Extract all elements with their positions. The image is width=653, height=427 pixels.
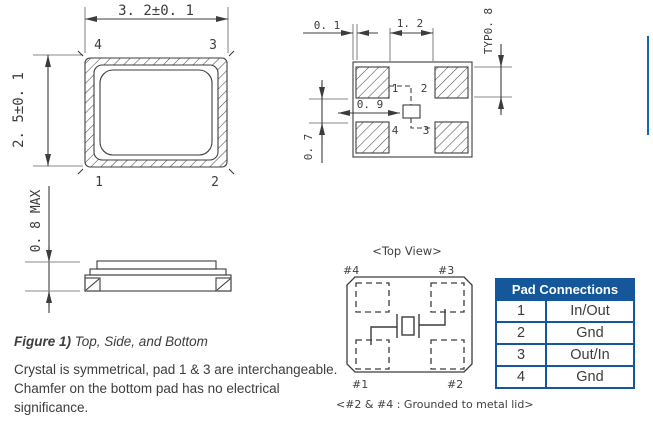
pad-number-cell: 1 — [497, 301, 547, 321]
side-view-height-dim-label: 0. 8 MAX — [29, 190, 44, 253]
side-view-drawing — [25, 186, 232, 313]
pad-2-dashed — [430, 339, 465, 370]
pad-connections-header: Pad Connections — [497, 280, 633, 299]
top-view-pad1-label: 1 — [95, 175, 103, 190]
land-dim-center-width-label: 0. 9 — [357, 98, 384, 111]
figure-label: Figure 1) — [14, 334, 72, 349]
pad-connection-cell: Gnd — [576, 325, 604, 341]
pad-number-cell: 3 — [497, 345, 547, 365]
land-dim-pad-height-label: TYP0. 8 — [482, 8, 495, 54]
bottom-pad1-label: #1 — [352, 378, 368, 391]
top-view-width-dim-label: 3. 2±0. 1 — [118, 3, 194, 19]
table-row: 3 Out/In — [497, 343, 633, 365]
bottom-pad4-label: #4 — [343, 264, 359, 277]
hidden-line — [410, 118, 432, 129]
body-line: significance. — [14, 400, 89, 415]
top-view-pad2-label: 2 — [211, 175, 219, 190]
pad-3-dashed — [430, 282, 465, 313]
table-row: 4 Gnd — [497, 365, 633, 387]
land-pad2-label: 2 — [421, 82, 428, 95]
land-dim-vertical-gap-label: 0. 7 — [302, 134, 315, 161]
land-pad3-label: 3 — [423, 124, 430, 137]
pad-number-cell: 4 — [497, 367, 547, 387]
table-row: 1 In/Out — [497, 299, 633, 321]
bottom-pad2-label: #2 — [447, 378, 463, 391]
pad-4-dashed — [355, 282, 390, 313]
table-row: 2 Gnd — [497, 321, 633, 343]
crystal-symbol — [370, 309, 446, 345]
bottom-view-title: <Top View> — [372, 244, 442, 258]
pad-1-dashed — [355, 339, 390, 370]
side-lid-step — [89, 268, 227, 276]
land-pad-4 — [355, 121, 390, 154]
land-pattern-drawing — [303, 24, 512, 163]
land-pad4-label: 4 — [392, 124, 399, 137]
pad-layout-drawing — [346, 276, 473, 373]
figure-title: Top, Side, and Bottom — [71, 334, 208, 349]
top-view-drawing — [33, 7, 235, 175]
land-pad-2 — [434, 66, 469, 99]
side-lid-top — [96, 260, 217, 270]
corner-marks — [77, 50, 235, 175]
top-view-height-dim-label: 2. 5±0. 1 — [11, 72, 27, 148]
land-dim-inner-span-label: 1. 2 — [397, 17, 424, 30]
pad-connections-table: Pad Connections 1 In/Out 2 Gnd 3 Out/In … — [495, 278, 635, 389]
land-pattern-outline — [352, 61, 473, 158]
pad-connection-cell: Out/In — [570, 347, 610, 363]
body-line: Crystal is symmetrical, pad 1 & 3 are in… — [14, 362, 338, 377]
side-body — [84, 274, 232, 292]
top-view-pad4-label: 4 — [94, 38, 102, 53]
pad-connection-cell: Gnd — [576, 369, 604, 385]
ground-note: <#2 & #4 : Grounded to metal lid> — [336, 398, 534, 411]
pad-connection-cell: In/Out — [570, 303, 610, 319]
page-edge-accent — [647, 36, 649, 135]
pad-layout-outline — [346, 276, 473, 373]
hidden-line — [389, 85, 412, 105]
chamfer-hatch — [85, 278, 100, 291]
chamfer-hatch — [216, 278, 231, 291]
land-pad1-label: 1 — [392, 82, 399, 95]
land-pad-1 — [355, 66, 390, 99]
bottom-pad3-label: #3 — [438, 264, 454, 277]
top-view-pad3-label: 3 — [209, 38, 217, 53]
figure-caption: Figure 1) Top, Side, and Bottom — [14, 334, 354, 349]
package-inner-edge — [93, 64, 219, 161]
crystal-blank — [402, 104, 421, 119]
pad-number-cell: 2 — [497, 323, 547, 343]
figure-body-text: Crystal is symmetrical, pad 1 & 3 are in… — [14, 360, 359, 417]
side-pad-left — [84, 277, 101, 292]
side-pad-right — [215, 277, 232, 292]
land-pad-3 — [434, 121, 469, 154]
body-line: Chamfer on the bottom pad has no electri… — [14, 381, 280, 396]
package-cavity — [99, 69, 213, 156]
land-dim-edge-gap-label: 0. 1 — [314, 19, 341, 32]
